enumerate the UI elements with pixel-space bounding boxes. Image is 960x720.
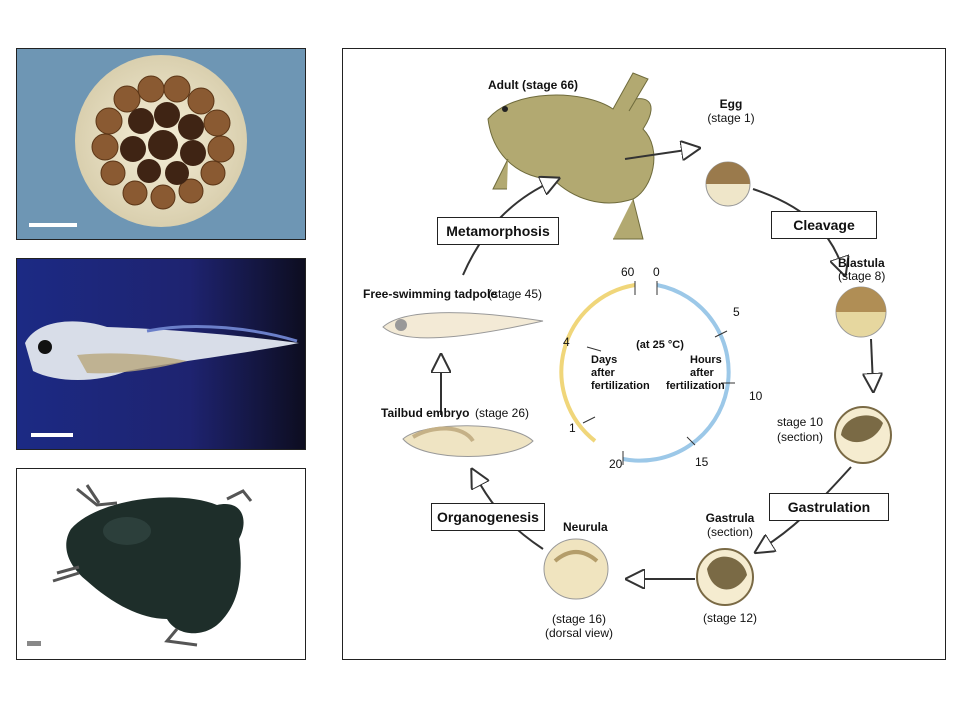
- stage10-note-label: (section): [776, 430, 823, 444]
- neurula-stage-label: (stage 16): [551, 612, 607, 626]
- tailbud-label: Tailbud embryo: [381, 406, 470, 420]
- hours-label-line-3: fertilization: [666, 380, 725, 392]
- blastula-illustration: [835, 286, 887, 338]
- blastula-label: Blastula: [838, 256, 885, 270]
- development-clock: [559, 281, 735, 465]
- blastula-stage-label: (stage 8): [838, 269, 886, 283]
- egg-cleavage-image: [75, 55, 247, 227]
- organogenesis-box: Organogenesis: [431, 503, 545, 531]
- days-label-line-2: after: [591, 367, 615, 379]
- hours-tick-0: 0: [653, 265, 660, 279]
- hours-tick-5: 5: [733, 305, 740, 319]
- hours-tick-20: 20: [609, 457, 623, 471]
- hours-label-line-1: Hours: [690, 354, 722, 366]
- stage10-label: stage 10: [776, 415, 824, 429]
- days-label-line-1: Days: [591, 354, 618, 366]
- days-tick-1: 1: [569, 421, 576, 435]
- tadpole-stage-label: (stage 45): [488, 287, 543, 301]
- tadpole-image: [25, 321, 299, 380]
- adult-frog-image: [52, 484, 253, 647]
- adult-label: Adult (stage 66): [488, 78, 579, 92]
- tailbud-stage-label: (stage 26): [475, 406, 530, 420]
- days-tick-4: 4: [563, 335, 570, 349]
- life-cycle-graphics: [382, 72, 892, 606]
- tadpole-illustration: [382, 312, 544, 339]
- tadpole-photo: [16, 258, 306, 450]
- scale-bar: [31, 433, 73, 437]
- scale-bar: [29, 223, 77, 227]
- neurula-view-label: (dorsal view): [544, 626, 613, 640]
- scale-bar: [27, 641, 41, 646]
- gastrula-illustration: [696, 548, 754, 606]
- stage10-section-illustration: [834, 406, 892, 464]
- gastrula-note-label: (section): [706, 525, 753, 539]
- life-cycle-diagram: Adult (stage 66) Egg (stage 1) Blastula …: [342, 48, 946, 660]
- neurula-label: Neurula: [563, 520, 608, 534]
- gastrula-stage-label: (stage 12): [702, 611, 758, 625]
- adult-frog-photo: [16, 468, 306, 660]
- days-label-line-3: fertilization: [591, 380, 650, 392]
- gastrulation-box: Gastrulation: [769, 493, 889, 521]
- egg-label: Egg: [719, 97, 743, 111]
- tailbud-embryo-illustration: [402, 425, 534, 457]
- gastrula-label: Gastrula: [705, 511, 755, 525]
- adult-frog-illustration: [487, 72, 655, 240]
- egg-cleavage-photo: [16, 48, 306, 240]
- tadpole-label: Free-swimming tadpole: [363, 287, 498, 301]
- days-tick-60: 60: [621, 265, 635, 279]
- cleavage-box: Cleavage: [771, 211, 877, 239]
- temperature-label: (at 25 °C): [636, 339, 684, 351]
- hours-tick-15: 15: [695, 455, 709, 469]
- hours-tick-10: 10: [749, 389, 763, 403]
- egg-stage-label: (stage 1): [707, 111, 755, 125]
- metamorphosis-box: Metamorphosis: [437, 217, 559, 245]
- egg-illustration: [705, 161, 751, 207]
- neurula-illustration: [543, 538, 609, 600]
- hours-label-line-2: after: [690, 367, 714, 379]
